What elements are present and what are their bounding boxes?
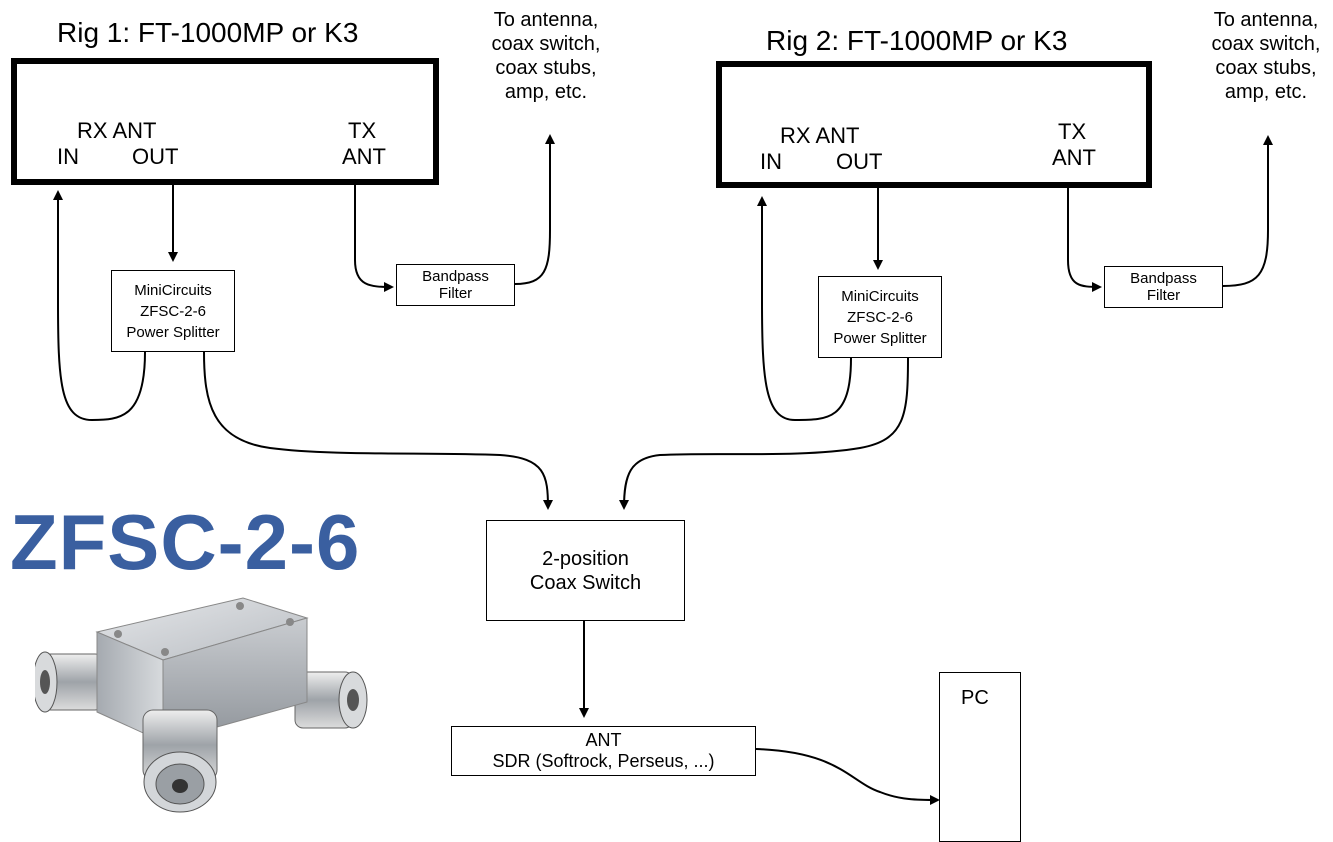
bandpass-line: Filter	[1146, 287, 1181, 304]
sdr-receiver: ANT SDR (Softrock, Perseus, ...)	[451, 726, 756, 776]
wire-bandpass2-to-antenna	[1222, 135, 1273, 287]
bnc-splitter-icon	[35, 597, 368, 813]
rig2-tx-label: TX	[1058, 119, 1087, 144]
product-label: ZFSC-2-6	[10, 498, 361, 586]
rig1-out-port: OUT	[132, 144, 179, 169]
note-line: coax stubs,	[1215, 57, 1317, 79]
wire-rig1-splitter-to-rxin	[53, 190, 146, 422]
wire-sdr-to-pc	[755, 748, 940, 805]
splitter-line: Power Splitter	[126, 323, 220, 341]
rig2-box: RX ANT IN OUT TX ANT	[716, 61, 1152, 188]
note-line: amp, etc.	[504, 81, 588, 103]
sdr-line: ANT	[585, 730, 622, 750]
rig1-tx-label: TX	[348, 118, 377, 143]
bandpass-line: Filter	[438, 285, 473, 302]
note-line: coax stubs,	[495, 57, 597, 79]
coax-switch-line: Coax Switch	[529, 571, 642, 594]
rig1-antenna-note: To antenna, coax switch, coax stubs, amp…	[486, 8, 606, 104]
rig1-rx-ant-label: RX ANT	[77, 118, 157, 143]
coax-switch: 2-position Coax Switch	[486, 520, 685, 621]
sdr-line: SDR (Softrock, Perseus, ...)	[492, 751, 715, 771]
rig2-rx-ant-label: RX ANT	[780, 123, 860, 148]
rig1-power-splitter: MiniCircuits ZFSC-2-6 Power Splitter	[111, 270, 235, 352]
rig1-box: RX ANT IN OUT TX ANT	[11, 58, 439, 185]
splitter-line: ZFSC-2-6	[140, 302, 206, 320]
bandpass-line: Bandpass	[422, 268, 489, 285]
wire-rig2-tx-to-bandpass	[1067, 183, 1102, 292]
rig2-bandpass-filter: Bandpass Filter	[1104, 266, 1223, 308]
rig2-power-splitter: MiniCircuits ZFSC-2-6 Power Splitter	[818, 276, 942, 358]
rig1-in-port: IN	[57, 144, 79, 169]
note-line: coax switch,	[1211, 33, 1321, 55]
pc-box: PC	[939, 672, 1021, 842]
rig1-title: Rig 1: FT-1000MP or K3	[57, 17, 359, 48]
wire-rig2-splitter-to-rxin	[757, 196, 852, 422]
rig1-bandpass-filter: Bandpass Filter	[396, 264, 515, 306]
rig2-ant-port: ANT	[1052, 145, 1096, 170]
pc-label: PC	[961, 687, 989, 709]
rig2-title: Rig 2: FT-1000MP or K3	[766, 25, 1068, 56]
wire-bandpass1-to-antenna	[514, 134, 555, 285]
splitter-line: MiniCircuits	[134, 281, 212, 299]
splitter-line: Power Splitter	[833, 329, 927, 347]
splitter-line: ZFSC-2-6	[847, 308, 913, 326]
wire-splitter1-to-switch	[203, 351, 553, 510]
note-line: To antenna,	[1213, 9, 1319, 31]
wire-splitter2-to-switch	[619, 357, 909, 510]
note-line: coax switch,	[491, 33, 601, 55]
rig1-ant-port: ANT	[342, 144, 386, 169]
rig2-out-port: OUT	[836, 149, 883, 174]
bandpass-line: Bandpass	[1130, 270, 1197, 287]
wire-rig1-tx-to-bandpass	[353, 184, 394, 292]
splitter-line: MiniCircuits	[841, 287, 919, 305]
coax-switch-line: 2-position	[542, 547, 629, 570]
note-line: To antenna,	[493, 9, 599, 31]
rig2-antenna-note: To antenna, coax switch, coax stubs, amp…	[1206, 8, 1326, 104]
note-line: amp, etc.	[1224, 81, 1308, 103]
rig2-in-port: IN	[760, 149, 782, 174]
